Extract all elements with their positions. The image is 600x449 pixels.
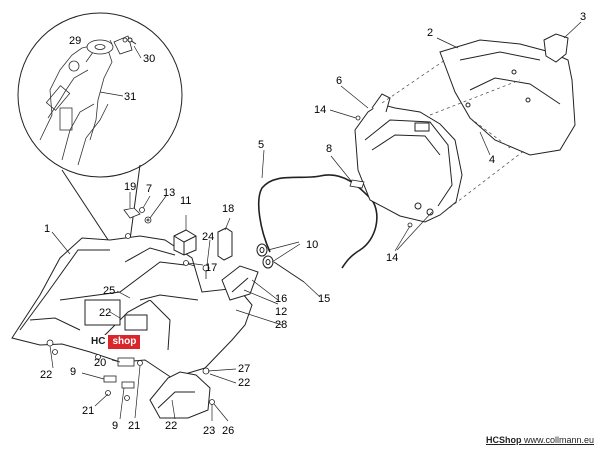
callout-9a: 9 bbox=[70, 366, 76, 378]
callout-26: 26 bbox=[222, 425, 234, 437]
callout-19: 19 bbox=[124, 181, 136, 193]
callout-22d: 22 bbox=[165, 420, 177, 432]
callout-6: 6 bbox=[336, 75, 342, 87]
shop-watermark: HC shop bbox=[88, 335, 258, 349]
callout-11: 11 bbox=[180, 195, 191, 207]
watermark-part-1: HC bbox=[88, 335, 109, 349]
callout-21b: 21 bbox=[128, 420, 140, 432]
callout-10: 10 bbox=[306, 239, 318, 251]
callout-21a: 21 bbox=[82, 405, 94, 417]
callout-22a: 22 bbox=[99, 307, 111, 319]
part-20-small-bracket bbox=[117, 357, 135, 367]
callout-23: 23 bbox=[203, 425, 215, 437]
part-5-wire-rod bbox=[257, 174, 378, 269]
callout-18: 18 bbox=[222, 203, 234, 215]
credit-brand: HCShop bbox=[485, 435, 522, 445]
callout-20: 20 bbox=[94, 357, 106, 369]
part-3-cap bbox=[543, 33, 569, 63]
callout-29: 29 bbox=[69, 35, 81, 47]
callout-22c: 22 bbox=[238, 377, 250, 389]
callout-28: 28 bbox=[275, 319, 287, 331]
assembly-lines bbox=[381, 59, 526, 216]
site-credit: HCShop www.collmann.eu bbox=[486, 435, 594, 445]
part-15-rod bbox=[273, 261, 305, 283]
callout-3: 3 bbox=[580, 11, 586, 23]
part-1-inner-shield bbox=[11, 235, 253, 379]
callout-13: 13 bbox=[163, 187, 175, 199]
fasteners-lower-left bbox=[46, 339, 215, 405]
callout-25: 25 bbox=[103, 285, 115, 297]
callout-27: 27 bbox=[238, 363, 250, 375]
callout-5: 5 bbox=[258, 139, 264, 151]
leader-lines bbox=[49, 21, 582, 422]
fasteners-parts-7-13-19 bbox=[123, 207, 152, 239]
part-2-outer-cover bbox=[439, 39, 576, 156]
callout-8: 8 bbox=[326, 143, 332, 155]
detail-bracket-part-29 bbox=[86, 35, 133, 55]
part-8-fastener bbox=[349, 179, 365, 189]
callout-15: 15 bbox=[318, 293, 330, 305]
callout-17: 17 bbox=[205, 262, 217, 274]
callout-7: 7 bbox=[146, 183, 152, 195]
callout-9b: 9 bbox=[112, 420, 118, 432]
part-22-lower-panel bbox=[149, 371, 211, 419]
callout-31: 31 bbox=[124, 91, 136, 103]
part-10-grommets bbox=[256, 243, 274, 269]
part-16-trim-piece bbox=[221, 265, 259, 301]
callout-22b: 22 bbox=[40, 369, 52, 381]
callout-16: 16 bbox=[275, 293, 287, 305]
callout-14b: 14 bbox=[386, 252, 398, 264]
part-18-bracket bbox=[217, 227, 233, 261]
watermark-part-2: shop bbox=[108, 335, 141, 349]
callout-12: 12 bbox=[275, 306, 287, 318]
callout-30: 30 bbox=[143, 53, 155, 65]
detail-frame-drawing bbox=[39, 44, 113, 166]
callout-1: 1 bbox=[44, 223, 50, 235]
callout-24: 24 bbox=[202, 231, 214, 243]
part-6-glovebox-panel bbox=[354, 93, 463, 223]
callout-labels: 1 2 3 4 5 6 7 8 9 9 10 11 12 13 14 14 15… bbox=[40, 11, 586, 437]
credit-site: www.collmann.eu bbox=[523, 435, 594, 445]
detail-screw-part-30 bbox=[127, 37, 137, 45]
callout-4: 4 bbox=[489, 154, 495, 166]
callout-14a: 14 bbox=[314, 104, 326, 116]
part-11-control-unit bbox=[173, 229, 197, 256]
callout-2: 2 bbox=[427, 27, 433, 39]
part-24-screw bbox=[202, 264, 210, 279]
